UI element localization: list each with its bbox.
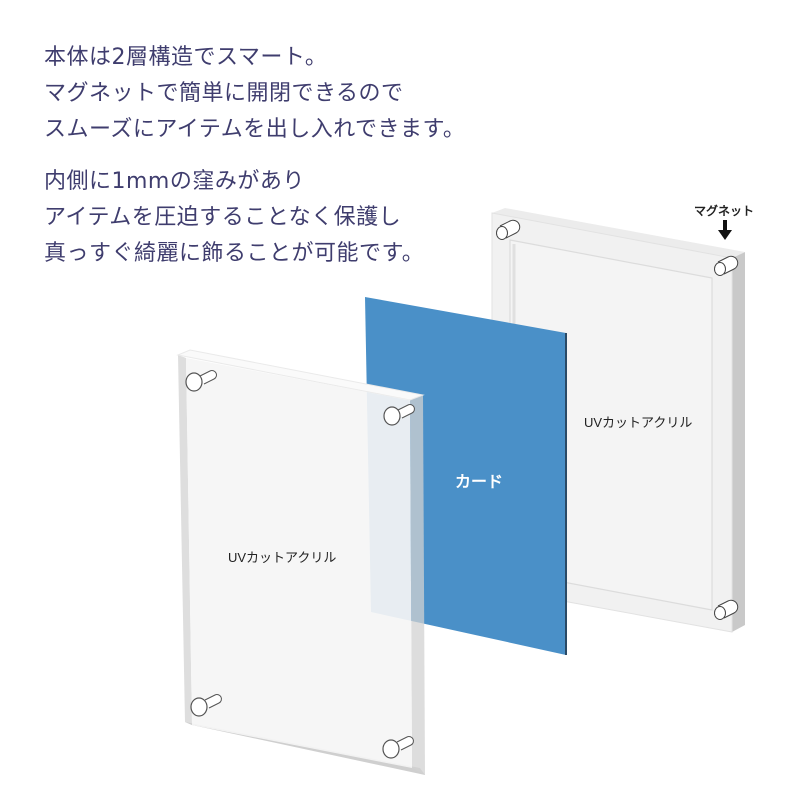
card-label: カード bbox=[455, 474, 504, 491]
magnet-knob-icon bbox=[185, 370, 217, 392]
description-line: アイテムを圧迫することなく保護し bbox=[44, 205, 402, 230]
arrow-down-icon bbox=[718, 220, 732, 240]
description-line: 真っすぐ綺麗に飾ることが可能です。 bbox=[44, 241, 425, 266]
magnet-knob-icon bbox=[382, 736, 414, 759]
description-line: スムーズにアイテムを出し入れできます。 bbox=[44, 117, 466, 142]
description-paragraph-2: 内側に1mmの窪みがあり アイテムを圧迫することなく保護し 真っすぐ綺麗に飾るこ… bbox=[44, 164, 424, 272]
description-line: マグネットで簡単に開閉できるので bbox=[44, 81, 404, 106]
magnet-icon bbox=[714, 255, 739, 276]
magnet-label: マグネット bbox=[694, 204, 755, 218]
description-paragraph-1: 本体は2層構造でスマート。 マグネットで簡単に開閉できるので スムーズにアイテム… bbox=[44, 40, 465, 148]
magnet-icon bbox=[496, 219, 521, 240]
magnet-knob-icon bbox=[383, 404, 415, 426]
description-line: 内側に1mmの窪みがあり bbox=[44, 169, 305, 194]
magnet-knob-icon bbox=[190, 694, 222, 717]
front-panel-label: UVカットアクリル bbox=[228, 550, 337, 565]
description-line: 本体は2層構造でスマート。 bbox=[44, 45, 328, 70]
front-acrylic-panel bbox=[176, 349, 425, 775]
back-panel-label: UVカットアクリル bbox=[584, 415, 693, 430]
magnet-icon bbox=[714, 599, 739, 620]
